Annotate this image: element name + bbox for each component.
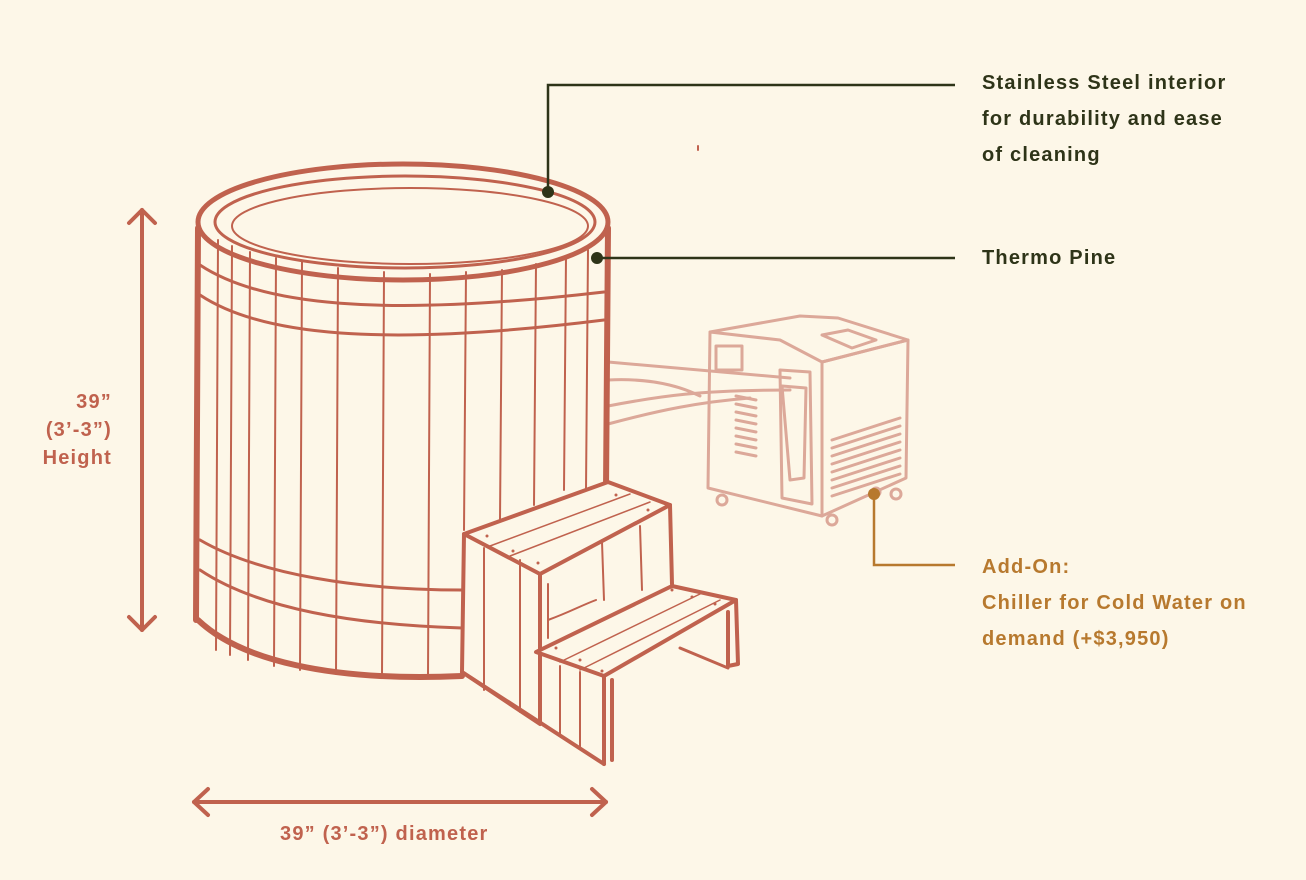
diameter-dimension-label: 39” (3’-3”) diameter bbox=[280, 823, 489, 845]
stainless-callout-leader-icon bbox=[542, 83, 955, 198]
dimension-line: (3’-3”) bbox=[45, 419, 112, 441]
callout-line: Stainless Steel interior bbox=[982, 72, 1227, 94]
callout-stainless-steel: Stainless Steel interior for durability … bbox=[982, 65, 1226, 173]
callout-line: demand (+$3,950) bbox=[982, 628, 1170, 650]
callout-line: of cleaning bbox=[982, 144, 1101, 166]
dimension-line: Height bbox=[42, 447, 112, 469]
callout-line: for durability and ease bbox=[982, 108, 1223, 130]
dimension-line: 39” bbox=[76, 391, 112, 413]
diameter-dimension-arrow-icon bbox=[192, 787, 608, 817]
pine-callout-leader-icon bbox=[591, 252, 955, 264]
height-dimension-label: 39” (3’-3”) Height bbox=[20, 388, 112, 472]
callout-line: Chiller for Cold Water on bbox=[982, 592, 1247, 614]
tub-icon bbox=[193, 145, 699, 680]
steps-icon bbox=[460, 480, 740, 766]
height-dimension-arrow-icon bbox=[127, 208, 157, 632]
chiller-callout-leader-icon bbox=[868, 488, 955, 567]
chiller-unit-icon bbox=[606, 314, 910, 527]
callout-chiller-addon: Add-On: Chiller for Cold Water on demand… bbox=[982, 549, 1247, 657]
callout-thermo-pine: Thermo Pine bbox=[982, 240, 1116, 276]
callout-line: Thermo Pine bbox=[982, 247, 1117, 269]
callout-line: Add-On: bbox=[982, 556, 1071, 578]
